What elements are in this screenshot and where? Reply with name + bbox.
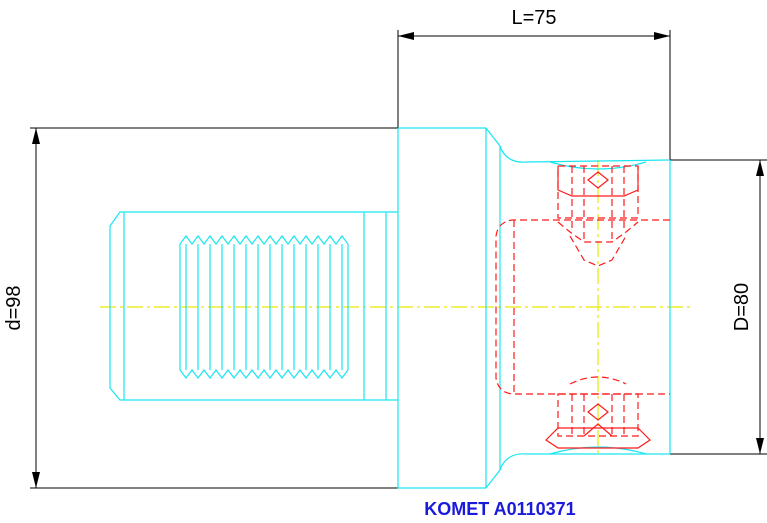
centerlines [100, 160, 690, 454]
dimension-lines [30, 30, 767, 489]
hidden-bore [495, 219, 670, 395]
body-outline [109, 127, 671, 489]
length-label: L=75 [511, 7, 556, 29]
thread [179, 235, 349, 379]
outer-diameter-label: d=98 [3, 285, 25, 330]
part-caption: KOMET A0110371 [424, 499, 575, 519]
clamping-screw-top [557, 165, 639, 267]
bore-diameter-label: D=80 [731, 283, 753, 331]
clamping-screw-bottom [545, 376, 651, 449]
